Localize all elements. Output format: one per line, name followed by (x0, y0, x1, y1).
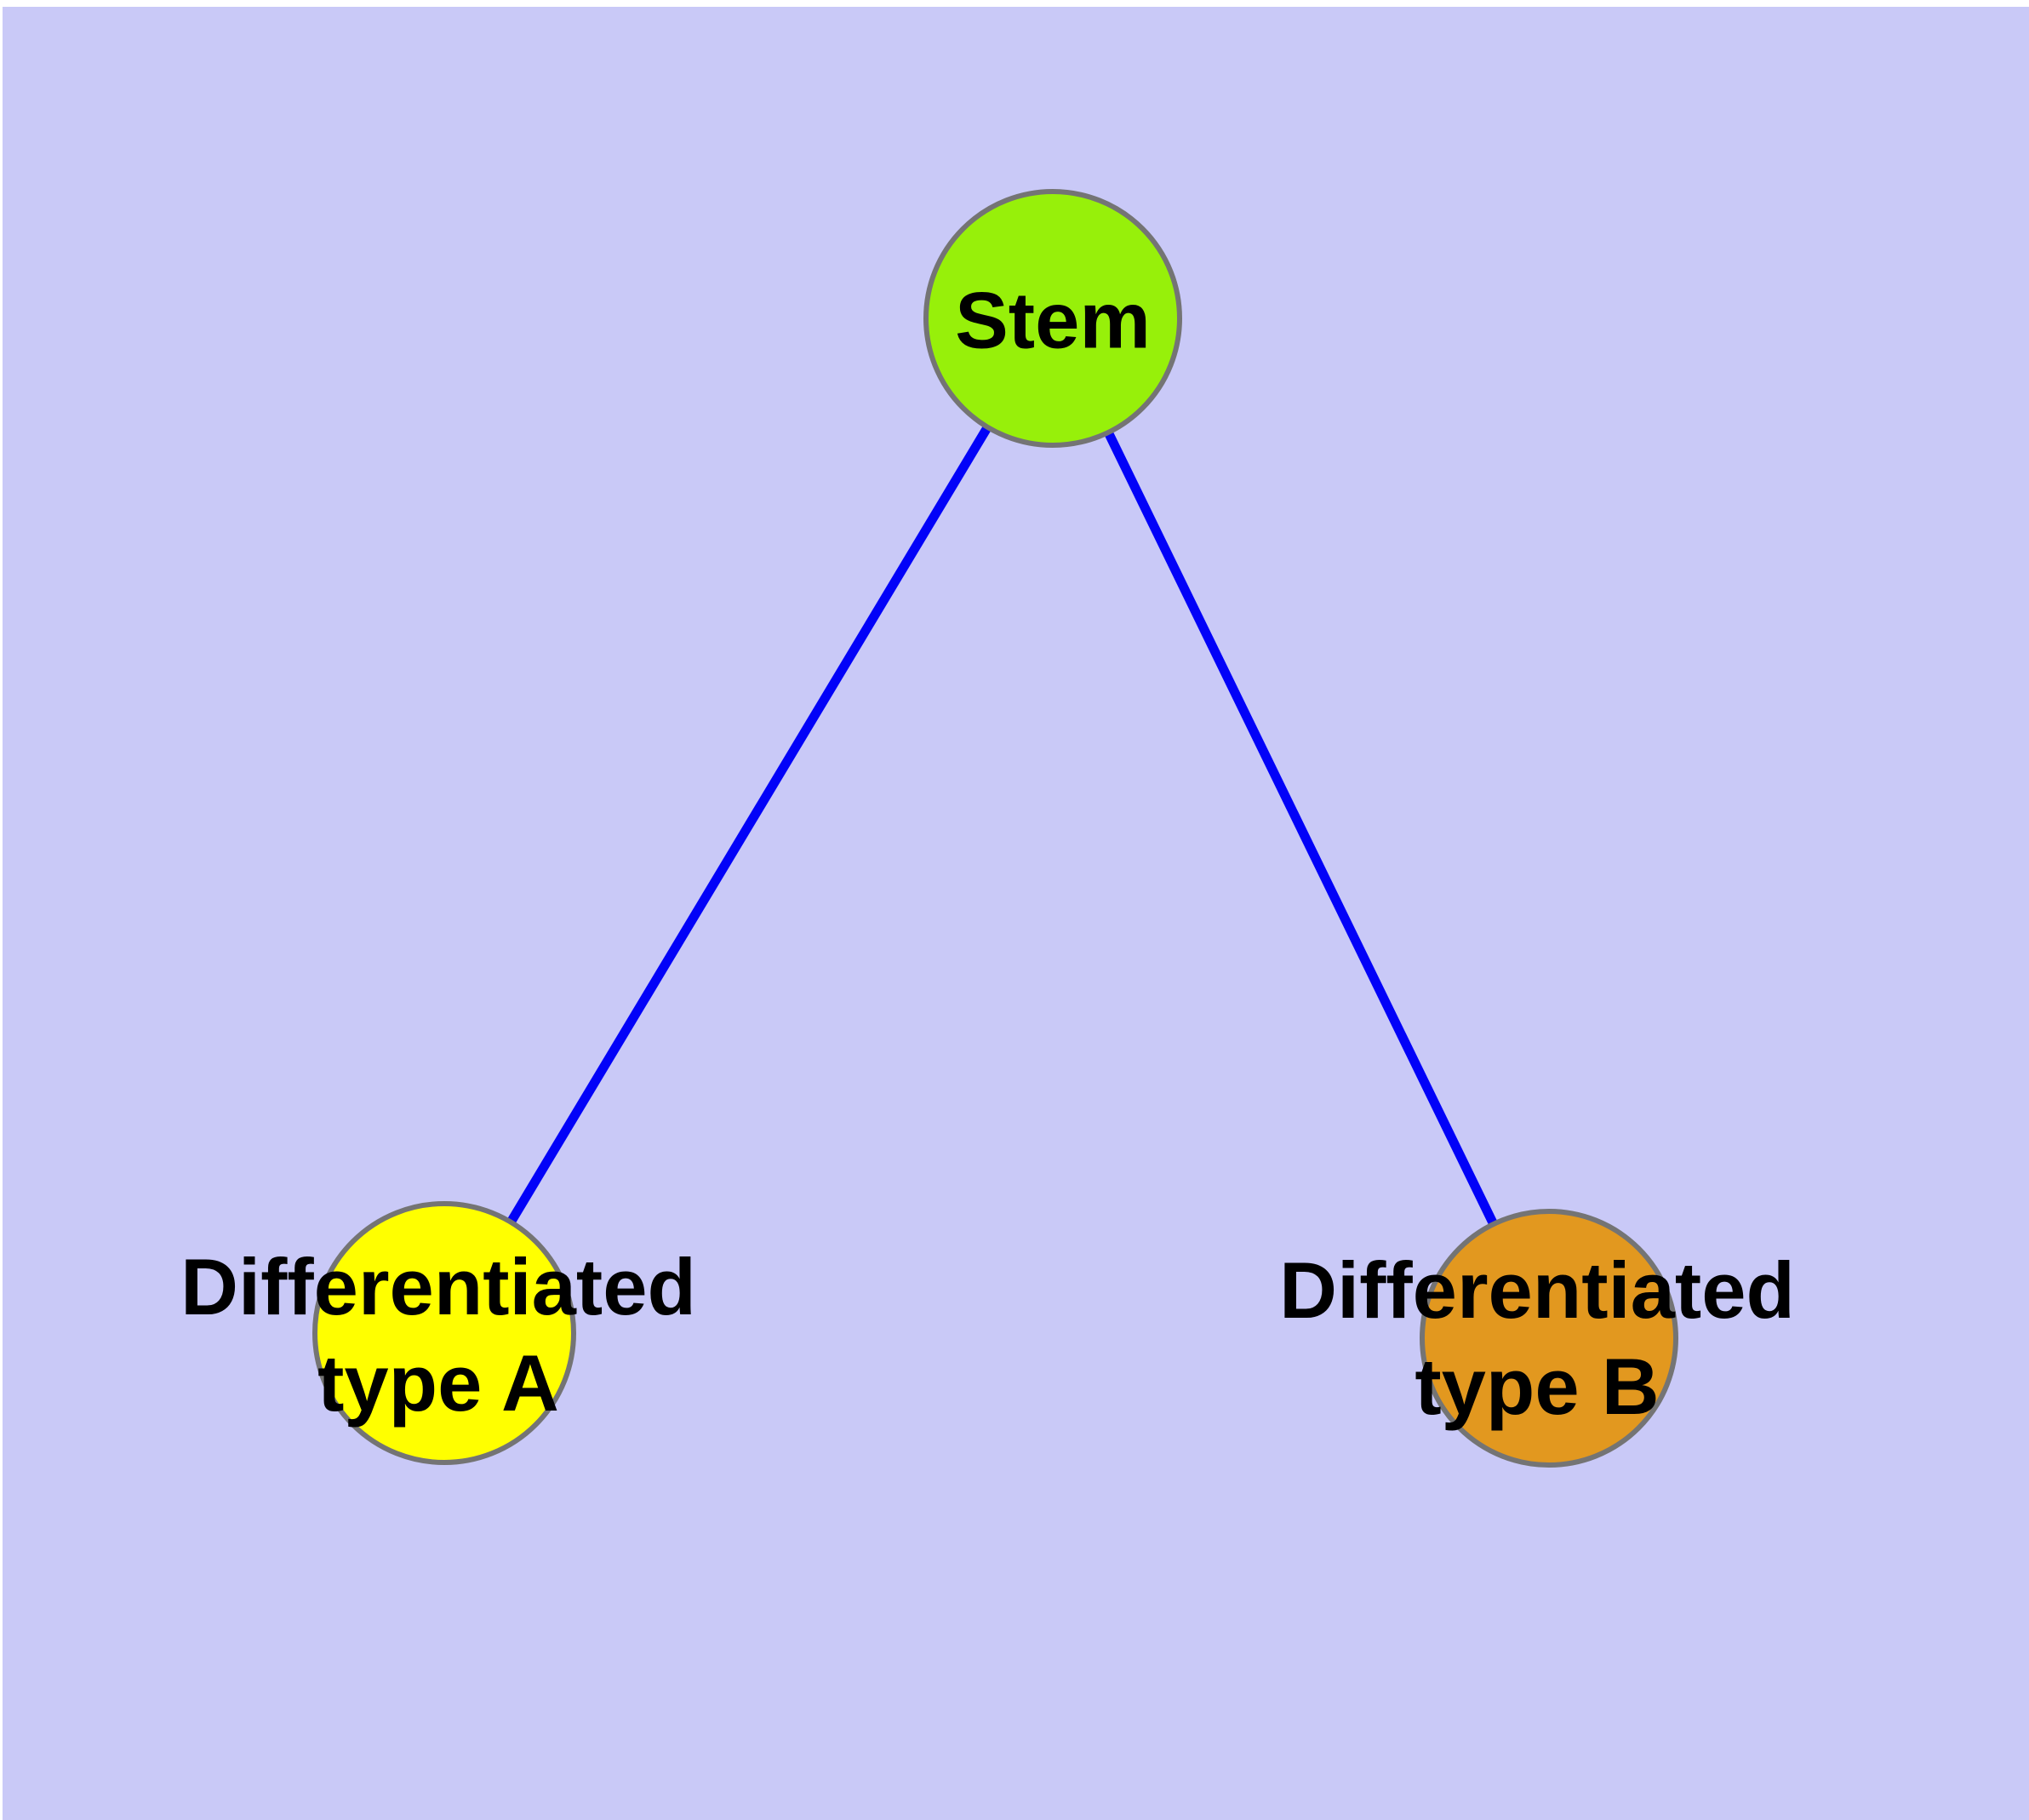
node-type-b-circle (1420, 1209, 1678, 1468)
node-type-a-circle (312, 1201, 576, 1465)
edge-stem-to-type-b (1049, 316, 1553, 1341)
edge-stem-to-type-a (440, 316, 1057, 1336)
node-stem-circle (923, 189, 1182, 448)
